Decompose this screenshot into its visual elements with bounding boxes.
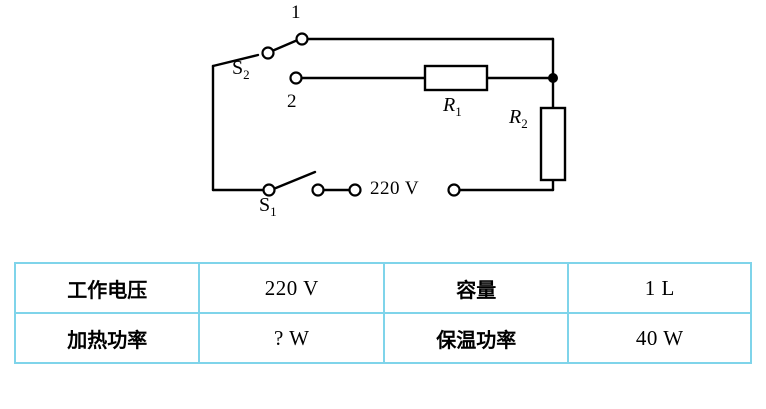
label-source-voltage: 220 V	[370, 178, 420, 199]
table-row: 工作电压 220 V 容量 1 L	[13, 262, 752, 314]
cell-label-keep-warm-power: 保温功率	[383, 312, 570, 364]
source-terminal-left	[348, 183, 362, 197]
switch-s1-contact	[311, 183, 325, 197]
resistor-r1-body	[423, 64, 489, 92]
label-terminal-1: 1	[291, 2, 301, 23]
label-terminal-2: 2	[287, 91, 297, 112]
label-switch-s2: S2	[232, 57, 250, 83]
resistor-r2-body	[539, 106, 567, 182]
wire-s2-common	[211, 53, 260, 68]
label-resistor-r2-sub: 2	[521, 116, 528, 131]
table-row: 加热功率 ? W 保温功率 40 W	[13, 312, 752, 364]
label-resistor-r1-sub: 1	[455, 104, 462, 119]
label-switch-s2-letter: S	[232, 57, 244, 79]
label-resistor-r1-letter: R	[443, 94, 456, 116]
cell-value-capacity: 1 L	[567, 262, 752, 314]
appliance-spec-table: 工作电压 220 V 容量 1 L 加热功率 ? W 保温功率 40 W	[13, 262, 752, 364]
label-resistor-r2: R2	[509, 106, 528, 132]
source-terminal-right	[447, 183, 461, 197]
label-resistor-r2-letter: R	[509, 106, 522, 128]
cell-label-capacity: 容量	[383, 262, 570, 314]
junction-dot	[548, 73, 558, 83]
cell-value-heating-power: ? W	[198, 312, 386, 364]
cell-label-working-voltage: 工作电压	[13, 262, 201, 314]
label-switch-s1-sub: 1	[270, 204, 277, 219]
switch-s1-pivot	[262, 183, 276, 197]
label-resistor-r1: R1	[443, 94, 462, 120]
label-switch-s1: S1	[259, 194, 277, 220]
circuit-svg	[211, 32, 567, 197]
switch-s2-pivot	[261, 46, 275, 60]
terminal-1-contact	[295, 32, 309, 46]
wire-s2-blade	[270, 37, 302, 53]
terminal-2-contact	[289, 71, 303, 85]
label-switch-s1-letter: S	[259, 194, 271, 216]
wire-s1-blade	[269, 170, 317, 192]
cell-value-keep-warm-power: 40 W	[567, 312, 752, 364]
cell-value-working-voltage: 220 V	[198, 262, 386, 314]
cell-label-heating-power: 加热功率	[13, 312, 201, 364]
label-switch-s2-sub: 2	[243, 67, 250, 82]
